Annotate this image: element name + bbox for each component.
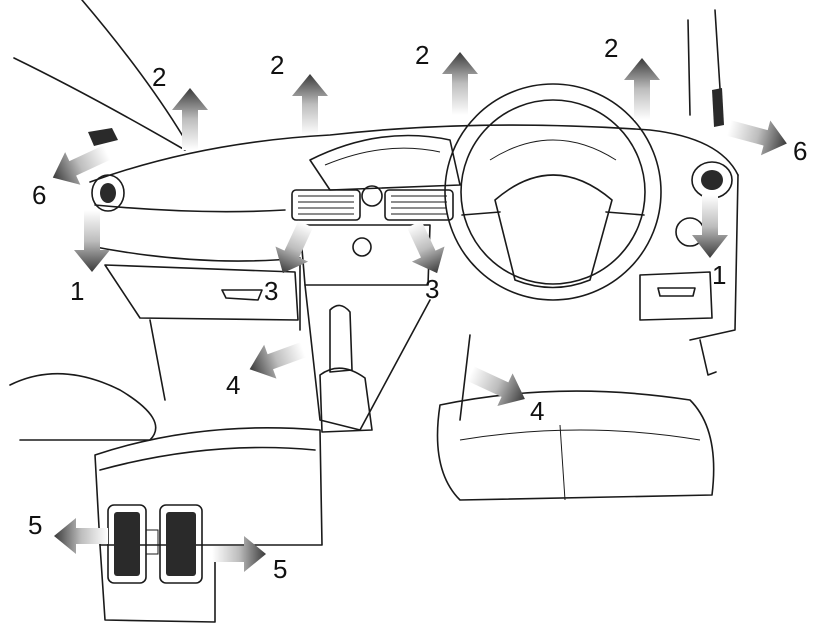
center-vent-left-slats [298, 195, 354, 215]
dash-vent-left [91, 174, 125, 212]
steering-wheel-rim-outer [444, 83, 662, 301]
passenger-seat [9, 372, 157, 441]
driver-seat-stitch-vertical [559, 424, 566, 501]
cluster-screen [324, 147, 441, 166]
rear-vent-control [145, 529, 159, 555]
label-5-right: 5 [273, 554, 288, 584]
dash-vent-right-grille [701, 170, 723, 190]
dashboard-front-face [94, 204, 286, 213]
label-1-left: 1 [70, 276, 85, 306]
label-1-right: 1 [712, 260, 727, 290]
label-3-left: 3 [264, 276, 279, 306]
label-3-right: 3 [425, 274, 440, 304]
label-2-b: 2 [270, 50, 285, 80]
arrow-3-left [275, 220, 313, 274]
steering-wheel-hub [494, 174, 613, 289]
footwell-right [459, 334, 471, 421]
footwell-left [149, 319, 166, 401]
dash-vent-left-grille [100, 183, 116, 203]
label-4-left: 4 [226, 370, 241, 400]
gear-shifter [329, 304, 353, 373]
arrow-2-a [172, 88, 208, 150]
a-pillar-right [687, 19, 691, 116]
driver-seat-stitch [459, 429, 701, 441]
arrow-5-left [54, 518, 108, 554]
center-console-lower [304, 284, 431, 431]
dash-right-side [689, 174, 739, 341]
center-vent-right [384, 189, 454, 221]
arrow-2-d [624, 58, 660, 120]
instrument-gauges [489, 139, 617, 161]
arrow-6-right [726, 120, 787, 156]
a-pillar-left [13, 57, 186, 151]
arrow-5-right [212, 536, 266, 572]
arrow-4-right [467, 366, 525, 406]
glovebox-handle [221, 289, 263, 301]
label-2-a: 2 [152, 62, 167, 92]
arrow-1-left [74, 210, 110, 272]
rear-vent-right-grille [166, 512, 196, 576]
rear-console-top [99, 446, 316, 471]
glovebox [104, 264, 299, 321]
center-vent-left [291, 189, 361, 221]
label-6-left: 6 [32, 180, 47, 210]
label-4-right: 4 [530, 396, 545, 426]
rear-console-body [99, 544, 216, 623]
arrow-3-right [407, 220, 445, 274]
arrow-1-right [692, 195, 728, 258]
knee-panel-right [639, 271, 713, 321]
label-6-right: 6 [793, 136, 808, 166]
rear-console-armrest [94, 427, 323, 546]
control-knob [352, 237, 372, 257]
steering-wheel-spoke-right [605, 211, 645, 216]
dashboard-top [89, 124, 739, 183]
knee-panel-handle [657, 287, 696, 297]
a-pillar-left-inner [81, 0, 191, 149]
arrow-2-b [292, 74, 328, 135]
label-2-c: 2 [415, 40, 430, 70]
label-2-d: 2 [604, 33, 619, 63]
label-5-left: 5 [28, 510, 43, 540]
arrow-4-left [249, 342, 306, 379]
side-window-demister-right [712, 88, 724, 127]
rear-vent-right [159, 504, 203, 584]
center-vent-right-slats [391, 195, 447, 215]
side-window-demister-left [88, 128, 118, 146]
steering-wheel-spoke-left [461, 211, 501, 216]
center-console-upper [299, 224, 431, 286]
arrow-2-c [442, 52, 478, 115]
hazard-knob [361, 185, 383, 207]
steering-wheel-rim-inner [460, 99, 646, 285]
pedal [699, 339, 717, 376]
shifter-boot [319, 367, 373, 433]
rear-vent-left-grille [114, 512, 140, 576]
driver-seat [436, 390, 715, 501]
cluster-hood [309, 134, 461, 191]
arrow-6-left [52, 145, 111, 185]
